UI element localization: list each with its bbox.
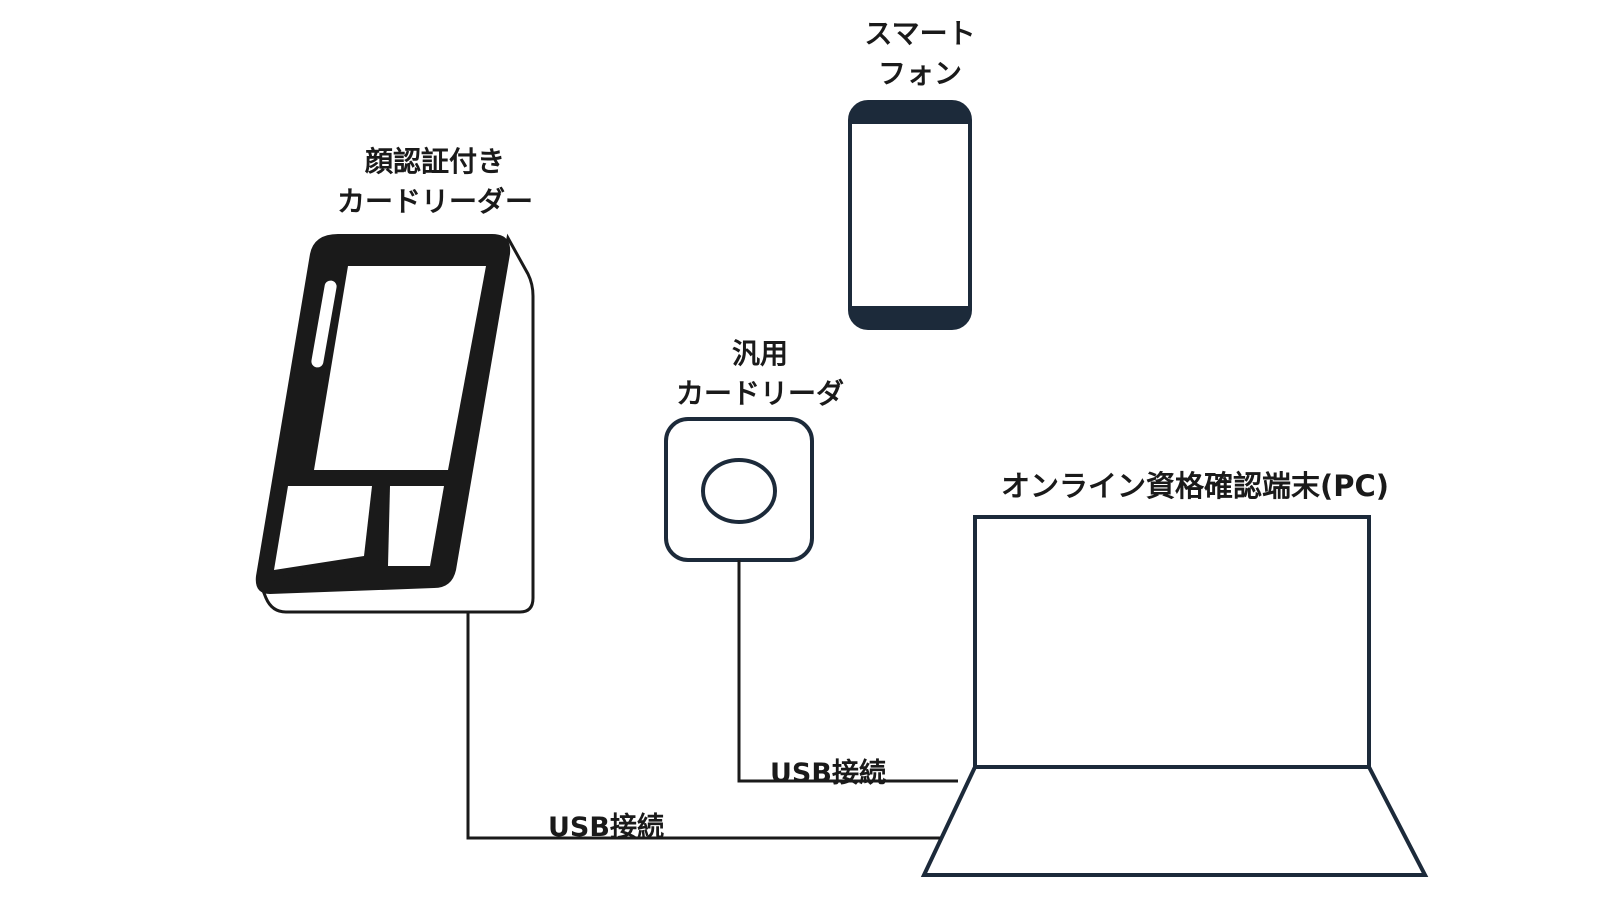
usb-connection-label-face-reader: USB接続	[548, 812, 664, 843]
face-reader-side-body	[259, 233, 535, 614]
face-auth-card-reader-illustration	[255, 233, 535, 614]
face-reader-card-tray	[269, 519, 386, 582]
general-reader-label-line1: 汎用	[731, 337, 788, 370]
face-reader-label-line2: カードリーダー	[336, 185, 533, 218]
general-reader-label: 汎用 カードリーダ	[640, 334, 880, 414]
face-reader-lower-panel-right	[388, 486, 444, 566]
smartphone-label: スマート フォン	[830, 14, 1010, 94]
face-reader-lower-panel-left	[274, 486, 372, 570]
smartphone-bottom-bezel	[850, 306, 970, 328]
face-reader-camera-slot	[311, 280, 337, 368]
face-reader-label-line1: 顔認証付き	[364, 145, 505, 178]
general-reader-label-line2: カードリーダ	[675, 377, 844, 410]
general-card-reader-illustration	[664, 417, 814, 562]
smartphone-illustration	[848, 100, 972, 330]
face-reader-label: 顔認証付き カードリーダー	[290, 142, 580, 222]
usb-cable-general-reader	[737, 560, 958, 783]
smartphone-top-bezel	[850, 102, 970, 124]
usb-connection-label-general-reader: USB接続	[770, 758, 886, 789]
smartphone-label-line1: スマート	[864, 17, 976, 50]
laptop-screen	[973, 515, 1371, 769]
smartphone-label-line2: フォン	[877, 57, 962, 90]
smartphone-body	[848, 100, 972, 330]
laptop-pc-illustration	[920, 515, 1429, 877]
laptop-base	[920, 765, 1429, 877]
general-reader-sensor	[701, 458, 777, 524]
pc-label: オンライン資格確認端末(PC)	[1000, 469, 1390, 503]
usb-cable-face-reader	[466, 612, 940, 840]
face-reader-screen	[314, 266, 486, 470]
